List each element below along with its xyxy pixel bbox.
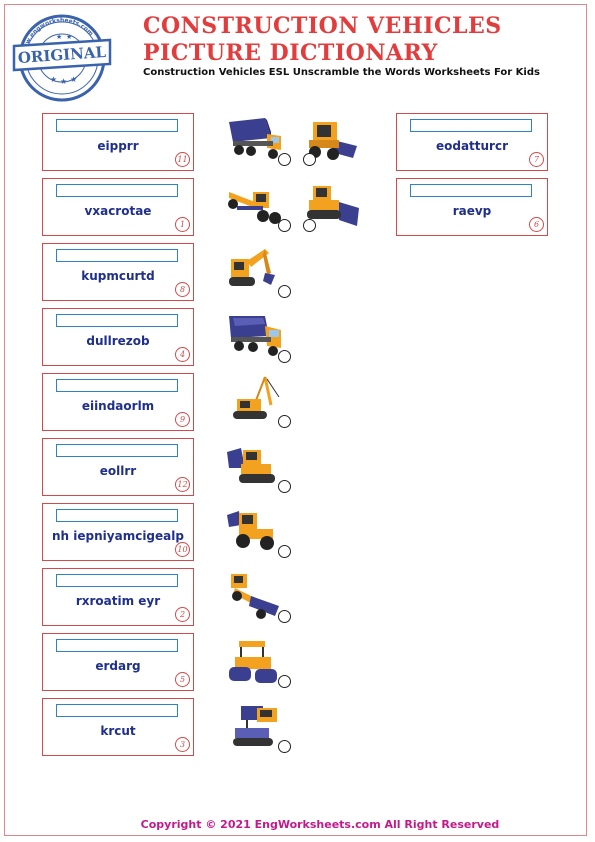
- scraper-icon: [231, 574, 279, 619]
- card-number: 8: [175, 282, 190, 297]
- crawler-dozer-icon: [227, 448, 275, 483]
- svg-text:★: ★: [56, 33, 62, 41]
- word-card-12: raevp 6: [396, 178, 548, 236]
- scrambled-word: krcut: [100, 724, 136, 738]
- page-title-line-2: PICTURE DICTIONARY: [143, 40, 438, 66]
- answer-circle[interactable]: [278, 285, 291, 298]
- answer-circle[interactable]: [278, 480, 291, 493]
- page-border: [4, 4, 587, 836]
- word-card-11: eodatturcr 7: [396, 113, 548, 171]
- word-card-10: krcut 3: [42, 698, 194, 756]
- answer-input-box[interactable]: [410, 119, 532, 132]
- svg-text:★: ★: [66, 33, 72, 41]
- card-number: 9: [175, 412, 190, 427]
- card-number: 2: [175, 607, 190, 622]
- card-number: 6: [529, 217, 544, 232]
- answer-circle[interactable]: [278, 415, 291, 428]
- card-number: 12: [175, 477, 190, 492]
- scrambled-word: vxacrotae: [84, 204, 152, 218]
- page-title-line-1: CONSTRUCTION VEHICLES: [143, 13, 502, 39]
- word-card-8: rxroatim eyr 2: [42, 568, 194, 626]
- copyright-footer: Copyright © 2021 EngWorksheets.com All R…: [140, 818, 500, 831]
- answer-input-box[interactable]: [56, 119, 178, 132]
- cement-truck-icon: [229, 316, 281, 356]
- answer-circle[interactable]: [278, 545, 291, 558]
- answer-input-box[interactable]: [56, 314, 178, 327]
- answer-input-box[interactable]: [56, 249, 178, 262]
- bulldozer-icon: [307, 186, 359, 226]
- answer-input-box[interactable]: [56, 574, 178, 587]
- scrambled-word: eipprr: [97, 139, 139, 153]
- dump-truck-icon: [229, 118, 281, 159]
- answer-input-box[interactable]: [56, 704, 178, 717]
- scrambled-word: rxroatim eyr: [75, 594, 161, 608]
- answer-input-box[interactable]: [410, 184, 532, 197]
- answer-circle[interactable]: [303, 153, 316, 166]
- answer-input-box[interactable]: [56, 509, 178, 522]
- excavator-icon: [229, 249, 275, 286]
- card-number: 10: [175, 542, 190, 557]
- answer-input-box[interactable]: [56, 379, 178, 392]
- word-card-4: dullrezob 4: [42, 308, 194, 366]
- page-subtitle: Construction Vehicles ESL Unscramble the…: [143, 67, 540, 78]
- scrambled-word: raevp: [452, 204, 492, 218]
- original-seal-stamp: www.engworksheets.com ORIGINAL ★ ★ ★ ★ ★: [12, 14, 112, 102]
- word-card-2: vxacrotae 1: [42, 178, 194, 236]
- answer-circle[interactable]: [278, 610, 291, 623]
- answer-circle[interactable]: [278, 740, 291, 753]
- scrambled-word: erdarg: [95, 659, 141, 673]
- word-card-7: nh iepniyamcigealp 10: [42, 503, 194, 561]
- word-card-5: eiindaorlm 9: [42, 373, 194, 431]
- road-roller-icon: [229, 641, 277, 683]
- motor-grader-icon: [228, 192, 281, 224]
- scrambled-word: kupmcurtd: [81, 269, 155, 283]
- drilling-rig-icon: [233, 706, 277, 746]
- answer-input-box[interactable]: [56, 184, 178, 197]
- svg-text:★: ★: [60, 77, 67, 86]
- svg-text:★: ★: [50, 75, 57, 84]
- skid-steer-loader-icon: [309, 122, 357, 160]
- answer-circle[interactable]: [278, 153, 291, 166]
- wheel-loader-icon: [227, 511, 274, 550]
- pipelayer-icon: [233, 376, 280, 419]
- card-number: 3: [175, 737, 190, 752]
- scrambled-word: eodatturcr: [435, 139, 509, 153]
- scrambled-word: eiindaorlm: [81, 399, 155, 413]
- word-card-3: kupmcurtd 8: [42, 243, 194, 301]
- answer-input-box[interactable]: [56, 639, 178, 652]
- answer-circle[interactable]: [278, 219, 291, 232]
- card-number: 7: [529, 152, 544, 167]
- card-number: 4: [175, 347, 190, 362]
- card-number: 11: [175, 152, 190, 167]
- scrambled-word: eollrr: [99, 464, 137, 478]
- answer-input-box[interactable]: [56, 444, 178, 457]
- svg-text:★: ★: [70, 75, 77, 84]
- scrambled-word: nh iepniyamcigealp: [52, 529, 184, 543]
- card-number: 5: [175, 672, 190, 687]
- word-card-1: eipprr 11: [42, 113, 194, 171]
- word-card-6: eollrr 12: [42, 438, 194, 496]
- answer-circle[interactable]: [278, 675, 291, 688]
- card-number: 1: [175, 217, 190, 232]
- answer-circle[interactable]: [278, 350, 291, 363]
- answer-circle[interactable]: [303, 219, 316, 232]
- scrambled-word: dullrezob: [86, 334, 150, 348]
- word-card-9: erdarg 5: [42, 633, 194, 691]
